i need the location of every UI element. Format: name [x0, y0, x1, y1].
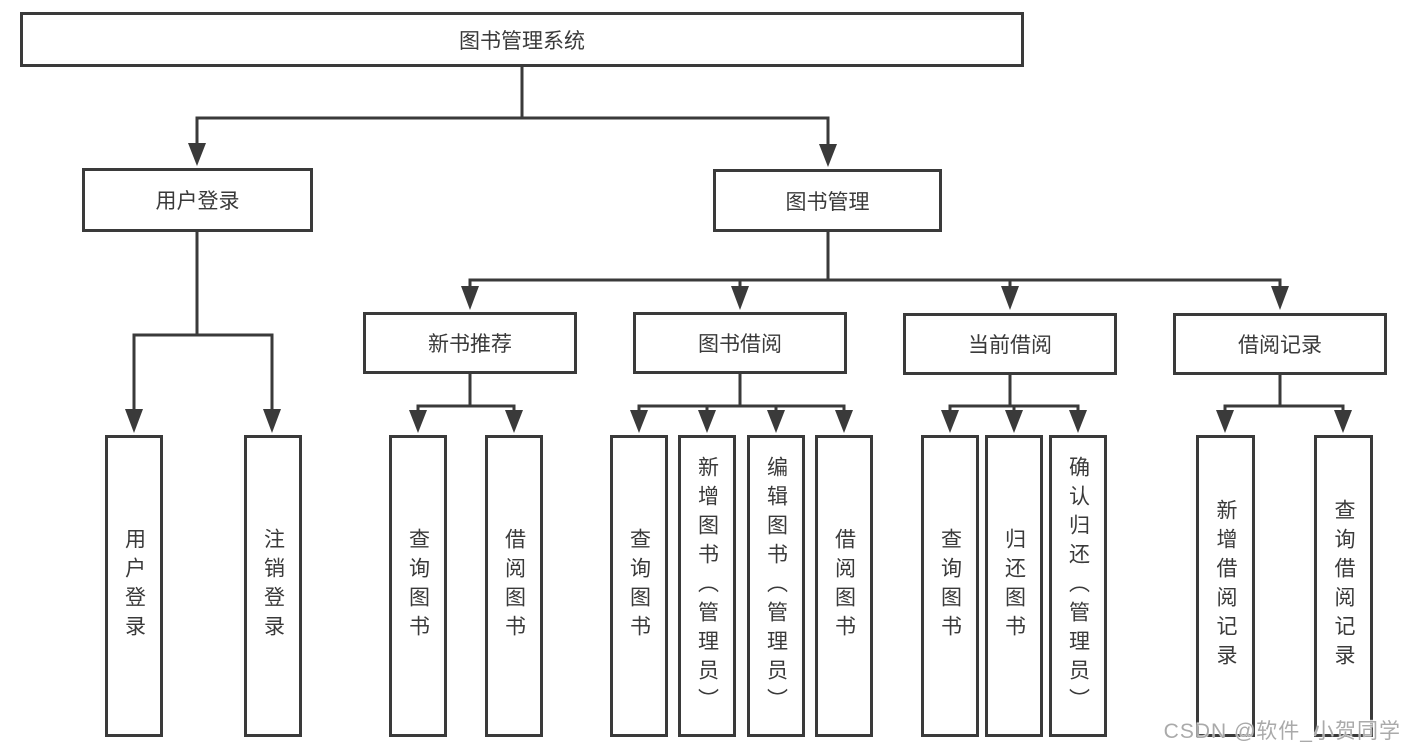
connector-new-book-rec — [409, 374, 523, 433]
connector-book-mgmt — [461, 232, 1289, 310]
node-book-borrow: 图书借阅 — [633, 312, 847, 374]
node-leaf-user-login: 用户登录 — [105, 435, 163, 737]
node-leaf-bb-add-books: 新增图书（管理员） — [678, 435, 736, 737]
node-leaf-bb-borrow-books: 借阅图书 — [815, 435, 873, 737]
node-leaf-rec-query-books: 查询图书 — [389, 435, 447, 737]
node-leaf-cb-query-books: 查询图书 — [921, 435, 979, 737]
watermark: CSDN @软件_小贺同学 — [1163, 720, 1401, 743]
connector-book-borrow — [630, 374, 853, 433]
connector-root — [188, 67, 837, 167]
node-leaf-logout: 注销登录 — [244, 435, 302, 737]
connector-borrow-records — [1216, 374, 1352, 433]
node-book-mgmt: 图书管理 — [713, 169, 942, 232]
node-user-login: 用户登录 — [82, 168, 313, 232]
node-current-borrow: 当前借阅 — [903, 313, 1117, 375]
node-leaf-cb-confirm-return: 确认归还（管理员） — [1049, 435, 1107, 737]
node-leaf-bb-query-books: 查询图书 — [610, 435, 668, 737]
connector-user-login — [125, 232, 281, 433]
node-new-book-rec: 新书推荐 — [363, 312, 577, 374]
node-borrow-records: 借阅记录 — [1173, 313, 1387, 375]
connector-current-borrow — [941, 374, 1087, 433]
node-leaf-bb-edit-books: 编辑图书（管理员） — [747, 435, 805, 737]
node-root: 图书管理系统 — [20, 12, 1024, 67]
node-leaf-rec-borrow-books: 借阅图书 — [485, 435, 543, 737]
node-leaf-add-borrow-record: 新增借阅记录 — [1196, 435, 1255, 737]
node-leaf-query-borrow-record: 查询借阅记录 — [1314, 435, 1373, 737]
node-leaf-cb-return-books: 归还图书 — [985, 435, 1043, 737]
